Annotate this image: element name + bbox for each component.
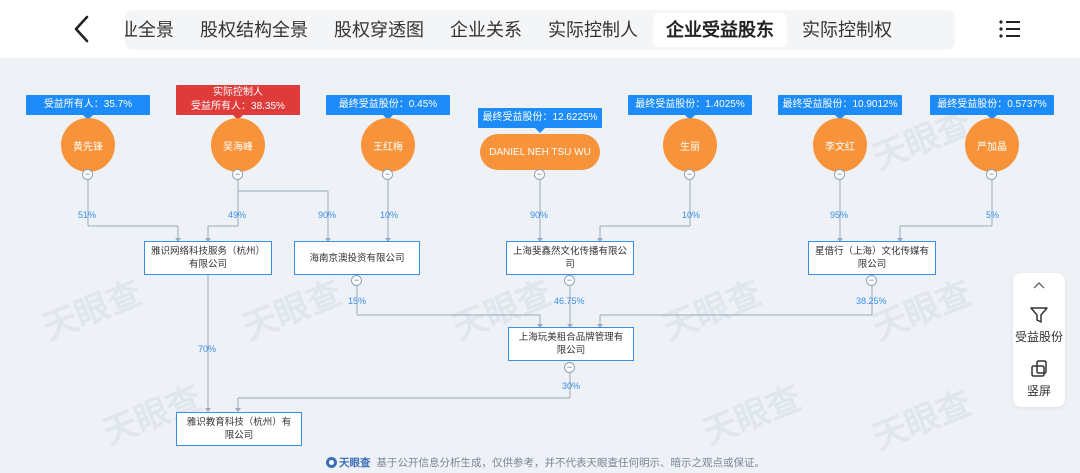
share-percent-label: 10% — [682, 210, 701, 220]
collapse-toggle-icon[interactable]: − — [232, 169, 243, 180]
menu-list-icon[interactable] — [998, 18, 1022, 40]
share-percent-label: 95% — [830, 210, 849, 220]
side-tool-panel: 受益股份 竖屏 — [1013, 273, 1065, 407]
share-percent-label: 15% — [348, 296, 367, 306]
beneficial-share-tag: 最终受益股份：0.45% — [326, 95, 450, 120]
collapse-toggle-icon[interactable]: − — [82, 169, 93, 180]
person-node-controller[interactable]: 吴海峰 — [211, 118, 265, 172]
company-node[interactable]: 星借行（上海）文化传媒有限公司 — [808, 241, 936, 275]
equity-graph-canvas[interactable]: 天眼查 天眼查 天眼查 天眼查 天眼查 天眼查 天眼查 天眼查 天眼查 — [0, 58, 1080, 473]
collapse-toggle-icon[interactable]: − — [986, 169, 997, 180]
brand-name: 天眼查 — [339, 456, 371, 469]
company-node[interactable]: 雅识网络科技服务（杭州）有限公司 — [144, 241, 272, 275]
collapse-toggle-icon[interactable]: − — [866, 275, 877, 286]
person-node[interactable]: 李文红 — [813, 118, 867, 172]
orientation-label: 竖屏 — [1026, 384, 1051, 398]
share-percent-label: 38.25% — [856, 296, 887, 306]
controller-share: 受益所有人：38.35% — [191, 101, 285, 112]
filter-label: 受益股份 — [1014, 330, 1063, 344]
beneficial-share-tag: 最终受益股份：0.5737% — [930, 95, 1054, 120]
tab-enterprise-relations[interactable]: 企业关系 — [450, 20, 522, 40]
connector-lines — [87, 180, 993, 412]
brand-logo: 天眼查 — [326, 455, 371, 470]
tab-actual-control-right[interactable]: 实际控制权 — [802, 20, 892, 40]
filter-beneficial-shares-button[interactable]: 受益股份 — [1013, 305, 1065, 345]
person-node[interactable]: 严加晶 — [965, 118, 1019, 172]
tab-actual-controller[interactable]: 实际控制人 — [548, 20, 638, 40]
share-percent-label: 90% — [318, 210, 337, 220]
footer-disclaimer: 天眼查 基于公开信息分析生成，仅供参考，并不代表天眼查任何明示、暗示之观点或保证… — [326, 455, 765, 469]
beneficial-share-tag: 最终受益股份：12.6225% — [478, 108, 602, 133]
collapse-toggle-icon[interactable]: − — [564, 362, 575, 373]
share-percent-label: 46.75% — [554, 296, 585, 306]
disclaimer-text: 基于公开信息分析生成，仅供参考，并不代表天眼查任何明示、暗示之观点或保证。 — [376, 456, 766, 469]
company-node[interactable]: 海南京澳投资有限公司 — [294, 241, 420, 275]
tab-equity-penetration[interactable]: 股权穿透图 — [334, 20, 424, 40]
share-percent-label: 90% — [530, 210, 549, 220]
company-node[interactable]: 上海玩美租合品牌管理有限公司 — [508, 327, 634, 361]
controller-title: 实际控制人 — [213, 87, 263, 98]
collapse-toggle-icon[interactable]: − — [564, 275, 575, 286]
tab-beneficial-shareholders[interactable]: 企业受益股东 — [653, 13, 787, 47]
tab-enterprise-panorama[interactable]: 企业全景 — [125, 20, 174, 40]
beneficial-share-tag: 最终受益股份：10.9012% — [778, 95, 902, 120]
person-node[interactable]: DANIEL NEH TSU WU — [480, 134, 600, 170]
filter-icon — [1030, 307, 1048, 323]
top-bar: 企业全景 股权结构全景 股权穿透图 企业关系 实际控制人 企业受益股东 实际控制… — [0, 0, 1080, 58]
tab-bar: 企业全景 股权结构全景 股权穿透图 企业关系 实际控制人 企业受益股东 实际控制… — [125, 10, 955, 50]
back-arrow-icon[interactable] — [68, 13, 96, 45]
collapse-toggle-icon[interactable]: − — [834, 169, 845, 180]
beneficial-share-tag: 最终受益股份：1.4025% — [628, 95, 752, 120]
share-percent-label: 51% — [78, 210, 97, 220]
beneficial-share-tag: 受益所有人：35.7% — [26, 95, 150, 120]
tab-equity-structure[interactable]: 股权结构全景 — [200, 20, 308, 40]
person-node[interactable]: 黄先锋 — [61, 118, 115, 172]
target-company-node[interactable]: 雅识教育科技（杭州）有限公司 — [176, 412, 302, 446]
rotate-screen-icon — [1031, 360, 1047, 377]
collapse-toggle-icon[interactable]: − — [534, 169, 545, 180]
share-percent-label: 10% — [380, 210, 399, 220]
collapse-toggle-icon[interactable]: − — [351, 275, 362, 286]
collapse-toggle-icon[interactable]: − — [684, 169, 695, 180]
share-percent-label: 70% — [198, 344, 217, 354]
brand-eye-icon — [326, 456, 337, 468]
share-percent-label: 49% — [228, 210, 247, 220]
chevron-up-icon[interactable] — [1032, 280, 1046, 290]
share-percent-label: 5% — [986, 210, 1000, 220]
company-node[interactable]: 上海斐鑫然文化传播有限公司 — [506, 241, 634, 275]
person-node[interactable]: 生丽 — [663, 118, 717, 172]
share-percent-label: 30% — [562, 381, 581, 391]
collapse-toggle-icon[interactable]: − — [382, 169, 393, 180]
actual-controller-tag: 实际控制人 受益所有人：38.35% — [176, 85, 300, 120]
portrait-orientation-button[interactable]: 竖屏 — [1013, 359, 1065, 399]
person-node[interactable]: 王红梅 — [361, 118, 415, 172]
